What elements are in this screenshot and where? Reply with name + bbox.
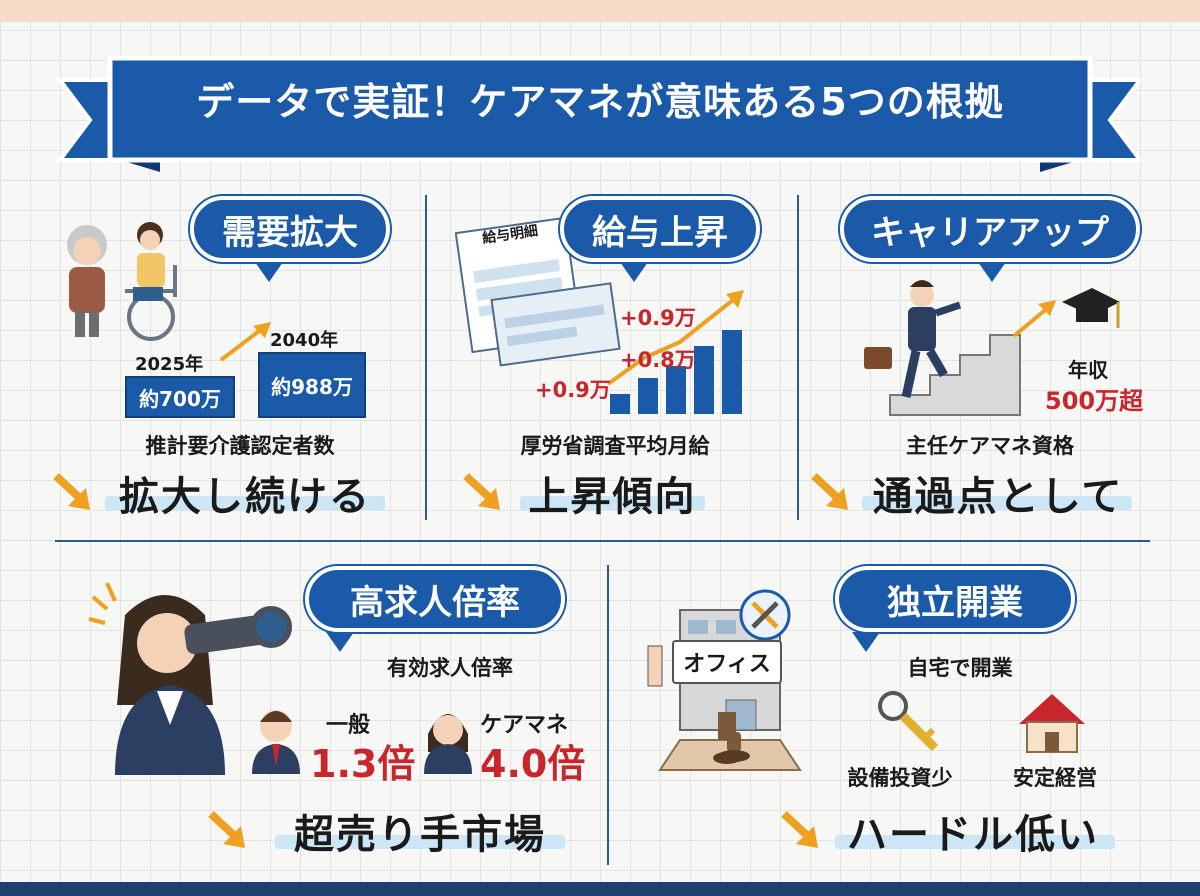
stamp-icon <box>718 732 750 762</box>
income-label: 年収 <box>1068 358 1108 382</box>
bottom-strip <box>0 882 1200 896</box>
cm-label: ケアマネ <box>480 713 569 738</box>
title-ribbon <box>56 55 1144 172</box>
salary-step-top: +0.9万 <box>620 306 696 330</box>
conclusion-career: 通過点として <box>872 474 1124 520</box>
heading-salary: 給与上昇 <box>560 196 760 262</box>
highlight <box>520 496 705 510</box>
arrow-icon <box>463 473 500 510</box>
subtitle-independent: 自宅で開業 <box>907 656 1013 680</box>
bubble-tail <box>620 262 648 282</box>
man-avatar <box>252 710 300 774</box>
cm-value: 4.0倍 <box>480 742 586 786</box>
stairs-illustration <box>864 280 1021 416</box>
income-value: 500万超 <box>1045 387 1144 415</box>
value-2025: 約700万 <box>125 376 235 418</box>
subtitle-jobs: 有効求人倍率 <box>387 656 513 680</box>
highlight <box>105 496 385 510</box>
heading-career: キャリアアップ <box>840 196 1140 262</box>
heading-independent: 独立開業 <box>835 566 1075 632</box>
payslip-icon <box>455 216 621 367</box>
salary-step-bottom: +0.9万 <box>535 378 611 402</box>
divider <box>425 195 427 520</box>
bubble-tail <box>255 262 283 282</box>
caption-career: 主任ケアマネ資格 <box>906 434 1074 458</box>
item-investment: 設備投資少 <box>847 766 953 790</box>
salary-step-middle: +0.8万 <box>620 348 696 372</box>
bubble-tail <box>326 632 354 652</box>
arrow-icon <box>781 811 818 848</box>
conclusion-demand: 拡大し続ける <box>119 474 371 520</box>
woman-avatar <box>424 714 472 774</box>
caption-salary: 厚労省調査平均月給 <box>520 434 710 458</box>
highlight <box>275 835 565 849</box>
highlight <box>862 496 1132 510</box>
conclusion-independent: ハードル低い <box>847 812 1099 858</box>
wheelchair-illustration <box>67 222 177 341</box>
arrow-icon <box>53 473 90 510</box>
divider <box>55 540 1150 542</box>
value-2040: 約988万 <box>258 352 366 418</box>
arrow-icon <box>811 473 848 510</box>
divider <box>797 195 799 520</box>
house-icon <box>1019 694 1085 753</box>
office-sign: オフィス <box>672 640 782 684</box>
bubble-tail <box>978 262 1006 282</box>
heading-jobs: 高求人倍率 <box>305 566 565 632</box>
key-icon <box>878 691 939 752</box>
conclusion-salary: 上昇傾向 <box>528 474 697 520</box>
top-strip <box>0 0 1200 22</box>
arrow-icon <box>208 811 245 848</box>
page-title: データで実証！ケアマネが意味ある5つの根拠 <box>196 79 1004 124</box>
bubble-tail <box>852 632 880 652</box>
general-label: 一般 <box>326 713 371 738</box>
label-year-2025: 2025年 <box>135 354 204 375</box>
divider <box>607 565 609 865</box>
telescope-illustration <box>88 582 292 775</box>
label-year-2040: 2040年 <box>270 330 339 351</box>
general-value: 1.3倍 <box>310 742 416 786</box>
heading-demand: 需要拡大 <box>190 196 390 262</box>
conclusion-jobs: 超売り手市場 <box>294 812 546 858</box>
graduation-cap-icon <box>1012 288 1120 338</box>
bar-chart-illustration <box>606 290 744 414</box>
trend-arrow-icon <box>219 322 271 362</box>
item-stable: 安定経営 <box>1013 766 1097 790</box>
caption-demand: 推計要介護認定者数 <box>145 434 335 458</box>
highlight <box>835 835 1115 849</box>
